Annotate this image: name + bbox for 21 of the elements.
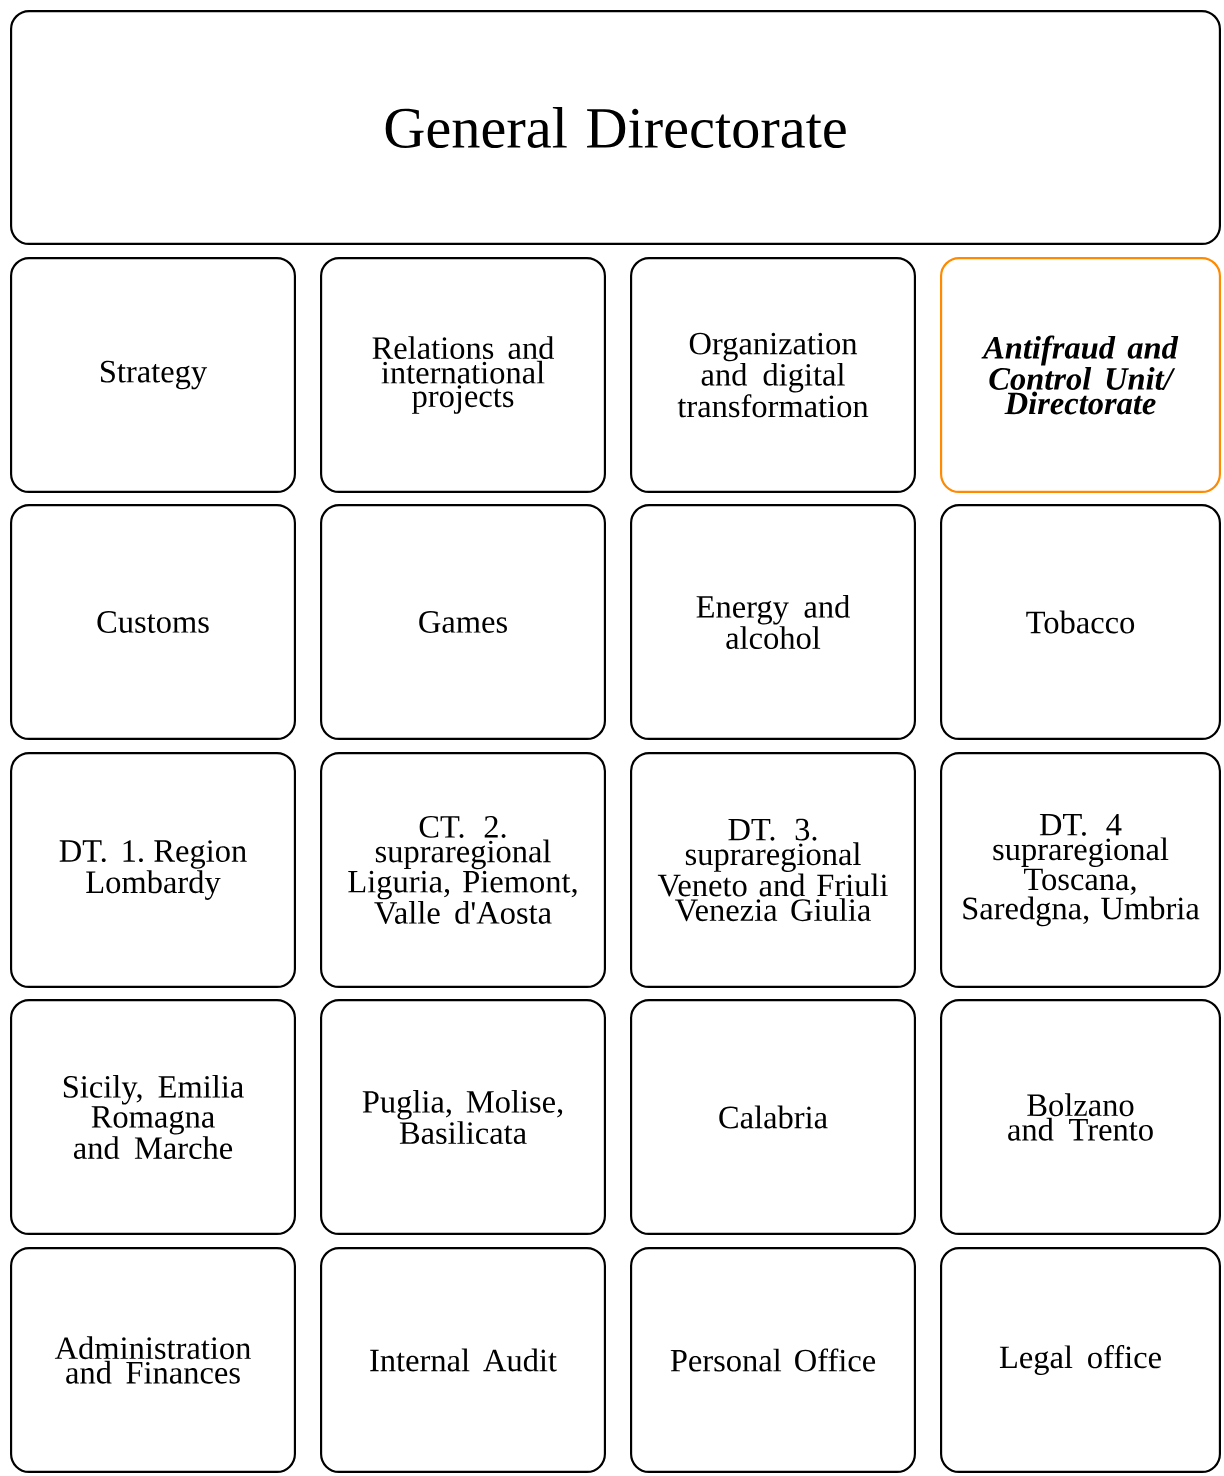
unit-box: Bolzano and Trento bbox=[940, 999, 1221, 1235]
unit-box: Games bbox=[320, 504, 606, 740]
unit-box: Tobacco bbox=[940, 504, 1221, 740]
unit-box: Internal Audit bbox=[320, 1247, 606, 1473]
unit-box: Puglia, Molise, Basilicata bbox=[320, 999, 606, 1235]
heading-box: General Directorate bbox=[10, 10, 1221, 245]
unit-box: Antifraud and Control Unit/ Directorate bbox=[940, 257, 1221, 493]
unit-box: Sicily, Emilia Romagna and Marche bbox=[10, 999, 296, 1235]
unit-box: Administration and Finances bbox=[10, 1247, 296, 1473]
unit-box: CT. 2. supraregional Liguria, Piemont, Valle d'Aosta bbox=[320, 752, 606, 988]
unit-box: Relations and international projects bbox=[320, 257, 606, 493]
unit-box: Strategy bbox=[10, 257, 296, 493]
unit-box: DT. 1. Region Lombardy bbox=[10, 752, 296, 988]
unit-box: Calabria bbox=[630, 999, 916, 1235]
unit-box: DT. 3. supraregional Veneto and Friuli Venezia Giulia bbox=[630, 752, 916, 988]
unit-box: Customs bbox=[10, 504, 296, 740]
unit-box: DT. 4 supraregional Toscana, Saredgna, Umbria bbox=[940, 752, 1221, 988]
unit-box: Personal Office bbox=[630, 1247, 916, 1473]
unit-box: Legal office bbox=[940, 1247, 1221, 1473]
unit-box: Energy and alcohol bbox=[630, 504, 916, 740]
unit-box: Organization and digital transformation bbox=[630, 257, 916, 493]
